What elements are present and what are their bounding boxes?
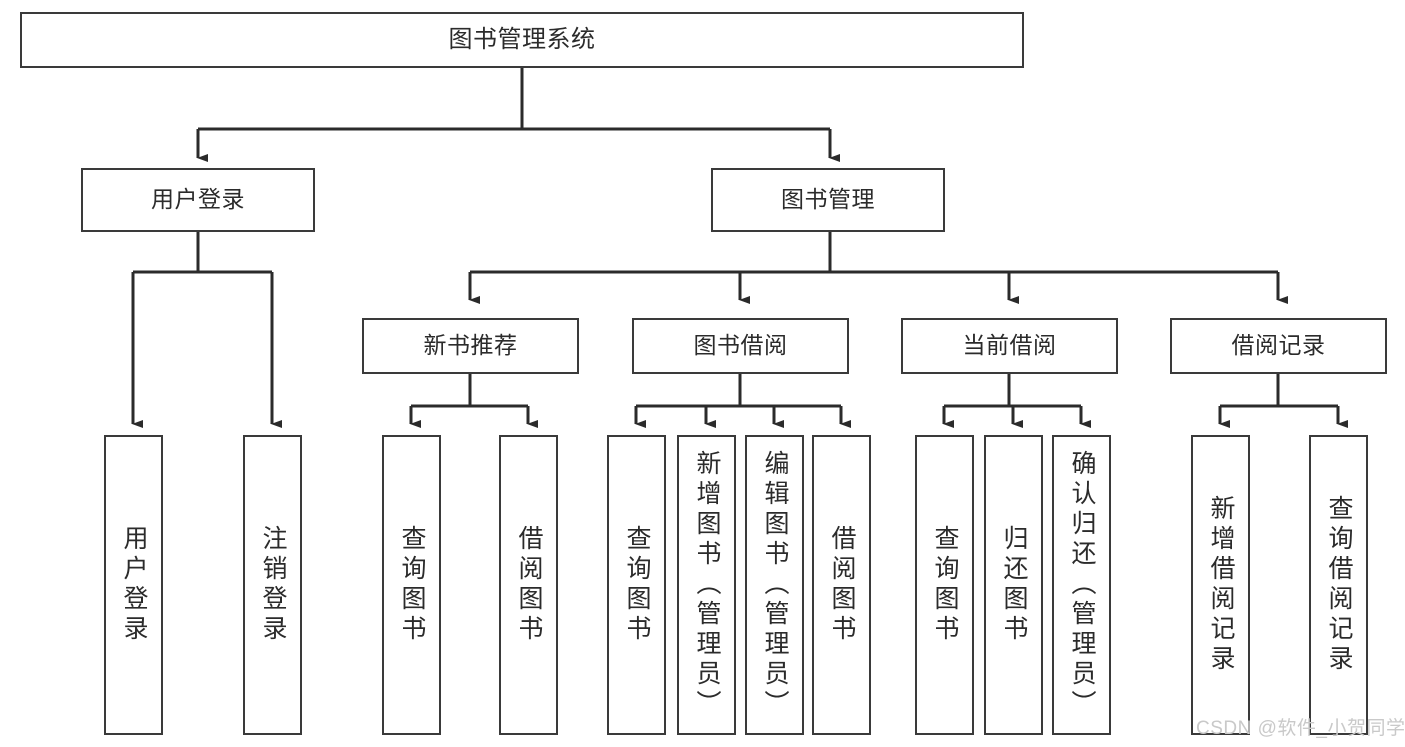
node-user-login[interactable]: 用户登录 xyxy=(81,168,315,232)
node-new-book-recommend[interactable]: 新书推荐 xyxy=(362,318,579,374)
node-current-borrow[interactable]: 当前借阅 xyxy=(901,318,1118,374)
node-leaf-query-record[interactable]: 查询借阅记录 xyxy=(1309,435,1368,735)
node-leaf-borrow-book-recommend[interactable]: 借阅图书 xyxy=(499,435,558,735)
node-book-borrow[interactable]: 图书借阅 xyxy=(632,318,849,374)
node-label: 编辑图书（管理员） xyxy=(761,450,789,720)
node-leaf-query-book-recommend[interactable]: 查询图书 xyxy=(382,435,441,735)
node-leaf-add-book[interactable]: 新增图书（管理员） xyxy=(677,435,736,735)
node-label: 新增图书（管理员） xyxy=(693,450,721,720)
node-label: 归还图书 xyxy=(1000,525,1028,645)
node-label: 新书推荐 xyxy=(423,332,518,359)
node-label: 借阅图书 xyxy=(828,525,856,645)
node-label: 图书管理 xyxy=(781,186,875,213)
node-label: 用户登录 xyxy=(120,525,148,645)
node-label: 用户登录 xyxy=(151,186,245,213)
node-label: 新增借阅记录 xyxy=(1207,495,1235,675)
node-leaf-logout[interactable]: 注销登录 xyxy=(243,435,302,735)
node-leaf-query-book-current[interactable]: 查询图书 xyxy=(915,435,974,735)
node-borrow-record[interactable]: 借阅记录 xyxy=(1170,318,1387,374)
node-leaf-user-login[interactable]: 用户登录 xyxy=(104,435,163,735)
node-leaf-query-book-borrow[interactable]: 查询图书 xyxy=(607,435,666,735)
node-leaf-edit-book[interactable]: 编辑图书（管理员） xyxy=(745,435,804,735)
node-leaf-return-book[interactable]: 归还图书 xyxy=(984,435,1043,735)
node-label: 借阅记录 xyxy=(1231,332,1326,359)
node-label: 查询借阅记录 xyxy=(1325,495,1353,675)
node-label: 查询图书 xyxy=(623,525,651,645)
node-label: 注销登录 xyxy=(259,525,287,645)
node-label: 确认归还（管理员） xyxy=(1068,450,1096,720)
node-leaf-confirm-return[interactable]: 确认归还（管理员） xyxy=(1052,435,1111,735)
node-leaf-add-record[interactable]: 新增借阅记录 xyxy=(1191,435,1250,735)
node-leaf-borrow-book[interactable]: 借阅图书 xyxy=(812,435,871,735)
node-label: 图书借阅 xyxy=(693,332,788,359)
node-label: 查询图书 xyxy=(398,525,426,645)
node-label: 当前借阅 xyxy=(962,332,1057,359)
node-label: 查询图书 xyxy=(931,525,959,645)
node-label: 借阅图书 xyxy=(515,525,543,645)
node-label: 图书管理系统 xyxy=(448,25,596,53)
node-root-system[interactable]: 图书管理系统 xyxy=(20,12,1024,68)
node-book-management[interactable]: 图书管理 xyxy=(711,168,945,232)
